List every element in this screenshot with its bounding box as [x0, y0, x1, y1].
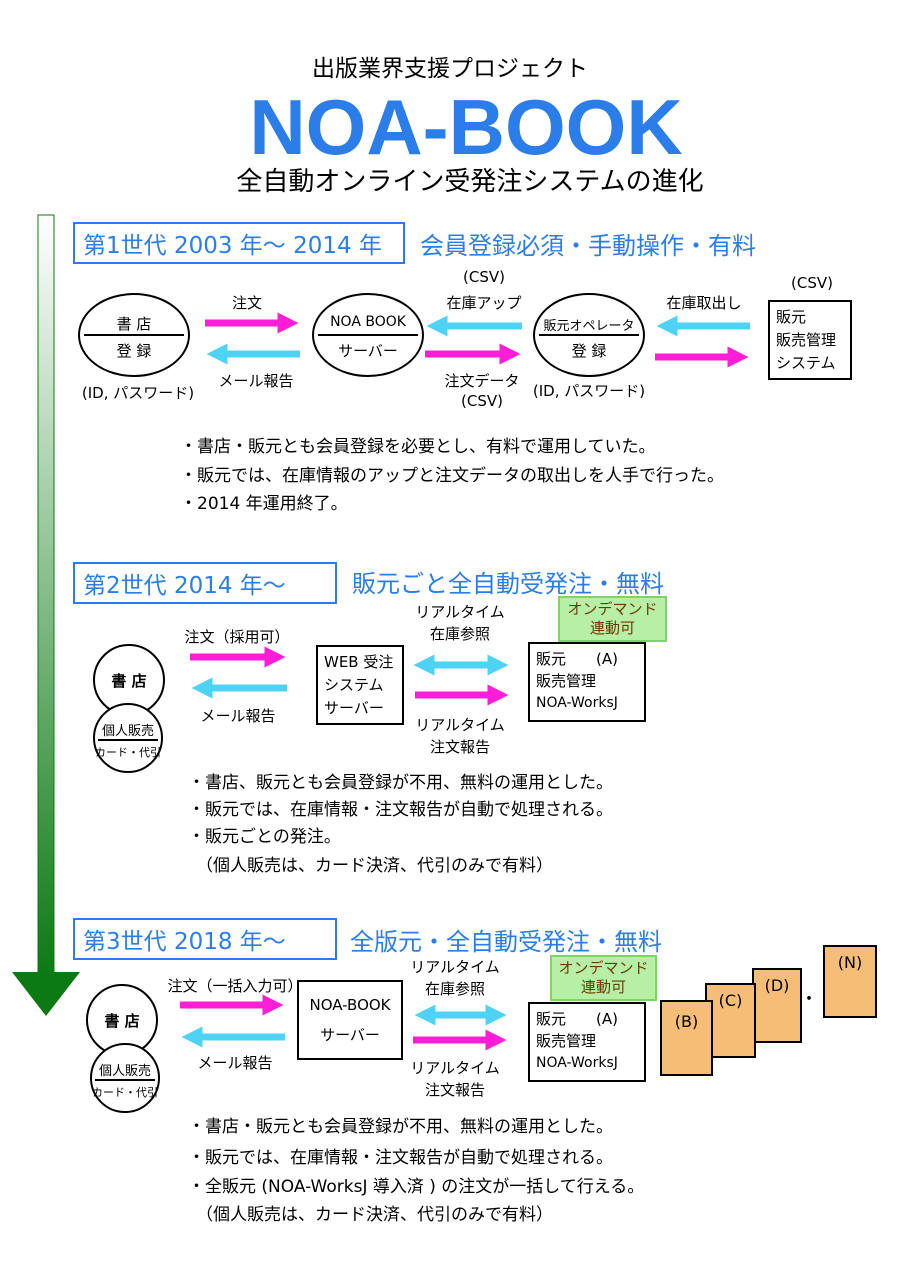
payment-label: カード・代引 [95, 746, 161, 759]
publisher-system-box: 販元 販売管理 システム [768, 300, 852, 380]
stock-reference-label: 在庫参照 [429, 625, 491, 643]
bullet-note: （個人販売は、カード決済、代引のみで有料） [196, 1205, 553, 1225]
sys-line: 販元 [776, 308, 807, 326]
order-label: 注文 [231, 294, 263, 312]
on-demand-badge: オンデマンド連動可 [558, 596, 667, 642]
bullet: ・販元では、在庫情報のアップと注文データの取出しを人手で行った。 [180, 466, 724, 486]
operator-registration: 登 録 [571, 342, 607, 360]
personal-sales-circle [90, 1043, 160, 1113]
project-label: 出版業界支援プロジェクト [312, 56, 588, 82]
order-report-label: 注文報告 [429, 738, 491, 756]
sales-mgmt-label: 販売管理 [536, 672, 597, 690]
operator-label: 販元オペレータ [543, 319, 635, 334]
bookstore-label: 書 店 [104, 1012, 140, 1030]
stock-upload-label: 在庫アップ [446, 294, 522, 312]
bullet: ・販元ごとの発注。 [188, 827, 341, 847]
realtime-label: リアルタイム [410, 1059, 500, 1077]
sys-line: システム [776, 354, 836, 372]
bullet: ・書店、販元とも会員登録が不用、無料の運用とした。 [188, 773, 613, 793]
sales-mgmt-label: 販売管理 [536, 1032, 597, 1050]
bullet: ・書店・販元とも会員登録を必要とし、有料で運用していた。 [180, 437, 656, 457]
badge-line: オンデマンド [567, 600, 658, 618]
bookstore-id-note: (ID, パスワード) [81, 384, 195, 402]
stock-reference-label: 在庫参照 [424, 980, 486, 998]
personal-sales-label: 個人販売 [101, 724, 155, 739]
mail-report-label: メール報告 [218, 372, 294, 390]
gen3-heading: 全版元・全自動受発注・無料 [350, 928, 662, 956]
csv-note: (CSV) [461, 392, 503, 410]
bullet: ・2014 年運用終了。 [180, 494, 348, 514]
stock-extract-label: 在庫取出し [666, 294, 742, 312]
order-report-label: 注文報告 [424, 1081, 486, 1099]
system-name: NOA-WorksJ [536, 1055, 618, 1071]
bullet-note: （個人販売は、カード決済、代引のみで有料） [196, 856, 553, 876]
bullet: ・販元では、在庫情報・注文報告が自動で処理される。 [188, 1148, 613, 1168]
realtime-label: リアルタイム [415, 603, 505, 621]
subtitle: 全自動オンライン受発注システムの進化 [236, 167, 704, 197]
publisher-d-card: (D) [752, 968, 802, 1043]
order-label: 注文（一括入力可） [167, 977, 303, 995]
csv-note: (CSV) [463, 268, 505, 286]
publisher-n-card: (N) [823, 945, 877, 1018]
publisher-label: 販元 [536, 650, 567, 668]
bullet: ・全販元 (NOA-WorksJ 導入済 ) の注文が一括して行える。 [188, 1177, 645, 1197]
timeline-arrow [12, 214, 80, 1016]
csv-note: (CSV) [791, 274, 833, 292]
publisher-c-card: (C) [705, 983, 756, 1058]
bookstore-label: 書 店 [116, 315, 152, 333]
payment-label: カード・代引 [92, 1086, 158, 1099]
badge-line: 連動可 [580, 978, 626, 996]
gen3-label: 第3世代 2018 年～ [73, 918, 337, 960]
realtime-label: リアルタイム [410, 958, 500, 976]
server-line: NOA-BOOK [309, 996, 391, 1014]
on-demand-badge: オンデマンド連動可 [550, 955, 657, 1001]
publisher-box: 販元 (A) 販売管理 NOA-WorksJ [528, 1002, 646, 1082]
server-line: WEB 受注 [324, 653, 394, 671]
ellipsis-dots: ・ [800, 989, 818, 1010]
sys-line: 販売管理 [776, 331, 837, 349]
personal-sales-label: 個人販売 [98, 1064, 152, 1079]
gen1-heading: 会員登録必須・手動操作・有料 [420, 232, 756, 260]
publisher-id: (A) [596, 650, 618, 668]
publisher-box: 販元 (A) 販売管理 NOA-WorksJ [528, 642, 646, 722]
badge-line: オンデマンド [558, 959, 649, 977]
order-data-label: 注文データ [444, 372, 520, 390]
web-order-server-box: WEB 受注 システム サーバー [316, 645, 404, 725]
publisher-b-card: (B) [660, 1000, 713, 1076]
bullet: ・販元では、在庫情報・注文報告が自動で処理される。 [188, 800, 613, 820]
mail-report-label: メール報告 [197, 1054, 273, 1072]
main-title: NOA-BOOK [249, 83, 683, 171]
order-label: 注文（採用可） [184, 628, 290, 646]
badge-line: 連動可 [589, 619, 635, 637]
server-line: システム [324, 676, 384, 694]
realtime-label: リアルタイム [415, 716, 505, 734]
server-line: サーバー [320, 1026, 380, 1044]
personal-sales-circle [93, 703, 163, 773]
gen1-label: 第1世代 2003 年～ 2014 年 [73, 222, 405, 264]
server-line: サーバー [324, 699, 384, 717]
server-sublabel: サーバー [338, 342, 398, 360]
gen2-heading: 販元ごと全自動受発注・無料 [352, 570, 664, 598]
gen2-label: 第2世代 2014 年～ [73, 562, 337, 604]
noa-book-server-box: NOA-BOOK サーバー [297, 980, 403, 1060]
bullet: ・書店・販元とも会員登録が不用、無料の運用とした。 [188, 1117, 613, 1137]
operator-id-note: (ID, パスワード) [532, 382, 646, 400]
publisher-label: 販元 [536, 1010, 567, 1028]
bookstore-label: 書 店 [111, 672, 147, 690]
mail-report-label: メール報告 [200, 707, 276, 725]
registration-label: 登 録 [116, 342, 152, 360]
system-name: NOA-WorksJ [536, 695, 618, 711]
publisher-id: (A) [596, 1010, 618, 1028]
server-label: NOA BOOK [330, 314, 406, 330]
